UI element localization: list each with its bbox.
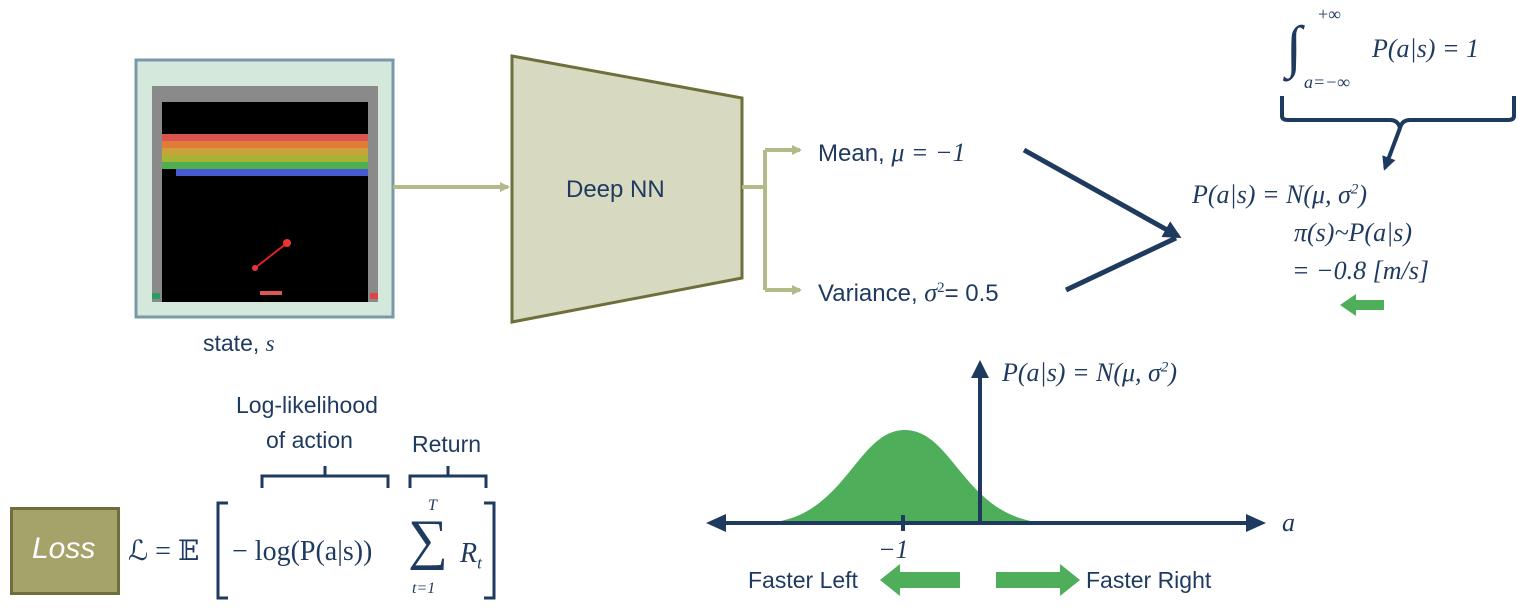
integral-brace [1280, 96, 1516, 129]
integral-lower-limit: a=−∞ [1304, 72, 1351, 92]
faster-left-arrow-icon [880, 564, 960, 596]
policy-value: = −0.8 [m/s] [1292, 256, 1429, 285]
policy-sample: π(s)~P(a|s) [1294, 218, 1412, 247]
distribution-label: P(a|s) = N(μ, σ2) [1002, 358, 1178, 387]
loss-formula-prefix: ℒ = 𝔼 [128, 536, 200, 567]
axis-left-arrowhead-icon [706, 514, 726, 532]
axis-variable-label: a [1282, 508, 1295, 537]
axis-right-arrowhead-icon [1246, 514, 1266, 532]
nn-output-arrows [742, 145, 802, 295]
summation-icon: ∑ [408, 509, 448, 571]
return-label: Return [412, 431, 482, 457]
axis-up-arrowhead-icon [971, 360, 989, 378]
game-state-image [134, 58, 395, 319]
small-left-arrow-icon [1340, 294, 1384, 316]
brace-arrow [1382, 127, 1402, 171]
loss-right-bracket [484, 501, 496, 600]
faster-right-label: Faster Right [1086, 567, 1212, 593]
log-likelihood-label-line1: Log-likelihood [236, 392, 378, 418]
loss-log-term: − log(P(a|s)) [232, 536, 373, 567]
mean-arrow [1022, 147, 1182, 239]
distribution-plot [706, 360, 1266, 532]
loss-badge [10, 507, 120, 595]
loss-badge-label: Loss [32, 532, 96, 565]
variance-label: Variance, σ2= 0.5 [818, 278, 999, 307]
loss-left-bracket [216, 501, 228, 600]
tick-label: −1 [878, 535, 909, 564]
variance-arrow [1064, 235, 1178, 293]
integral-body: P(a|s) = 1 [1372, 34, 1480, 63]
deep-nn-block [510, 54, 744, 324]
state-label: state, s [203, 330, 275, 356]
log-likelihood-label-line2: of action [266, 427, 353, 453]
faster-left-label: Faster Left [748, 567, 858, 593]
policy-distribution: P(a|s) = N(μ, σ2) [1192, 180, 1368, 209]
sum-upper-limit: T [428, 497, 437, 514]
faster-right-arrow-icon [996, 564, 1080, 596]
deep-nn-label: Deep NN [566, 176, 665, 203]
return-brace [408, 466, 488, 488]
integral-upper-limit: +∞ [1318, 4, 1341, 24]
reward-term: Rt [460, 538, 482, 573]
sum-lower-limit: t=1 [412, 580, 436, 597]
mean-label: Mean, μ = −1 [818, 138, 966, 167]
integral-sign-icon: ∫ [1286, 14, 1302, 79]
log-likelihood-brace [260, 466, 390, 488]
